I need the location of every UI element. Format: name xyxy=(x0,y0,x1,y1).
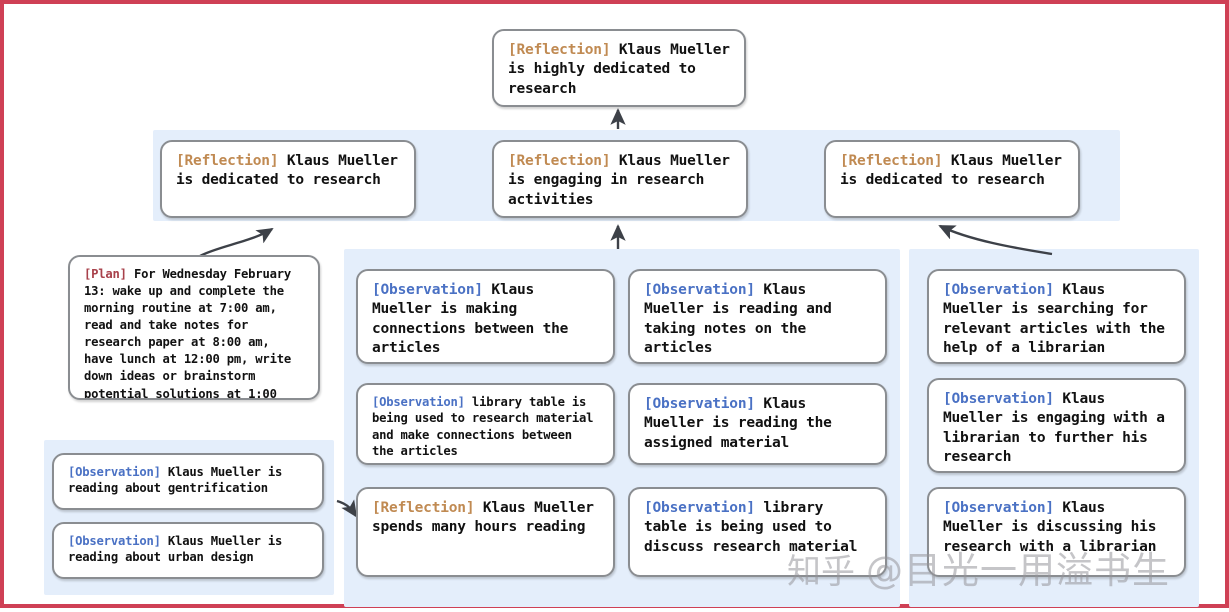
node-tag: [Reflection] xyxy=(176,153,279,169)
node-column-b-1[interactable]: [Observation] Klaus Mueller is reading a… xyxy=(628,269,887,364)
node-tag: [Observation] xyxy=(644,282,755,298)
node-text: Klaus Mueller is discussing his research… xyxy=(943,500,1165,555)
node-text: For Wednesday February 13: wake up and c… xyxy=(84,267,291,400)
node-text: Klaus Mueller is reading and taking note… xyxy=(644,282,841,357)
node-column-b-3[interactable]: [Observation] library table is being use… xyxy=(628,487,887,577)
node-tag: [Observation] xyxy=(372,282,483,298)
node-tag: [Reflection] xyxy=(840,153,943,169)
diagram-canvas: [Reflection] Klaus Mueller is highly ded… xyxy=(4,4,1229,612)
node-tag: [Reflection] xyxy=(372,500,475,516)
node-tag: [Observation] xyxy=(68,465,161,479)
node-left-observation-1[interactable]: [Observation] Klaus Mueller is reading a… xyxy=(52,453,324,510)
node-tag: [Reflection] xyxy=(508,153,611,169)
node-tag: [Observation] xyxy=(943,500,1054,516)
node-column-a-1[interactable]: [Observation] Klaus Mueller is making co… xyxy=(356,269,615,364)
node-text: Klaus Mueller is making connections betw… xyxy=(372,282,577,357)
node-tag: [Reflection] xyxy=(508,42,611,58)
node-tag: [Plan] xyxy=(84,267,127,281)
node-text: Klaus Mueller is engaging with a librari… xyxy=(943,391,1174,466)
node-text: Klaus Mueller is highly dedicated to res… xyxy=(508,42,739,97)
node-text: Klaus Mueller is searching for relevant … xyxy=(943,282,1174,357)
node-text: Klaus Mueller is reading about gentrific… xyxy=(68,465,290,496)
node-reflection-left[interactable]: [Reflection] Klaus Mueller is dedicated … xyxy=(160,140,416,218)
node-text: Klaus Mueller is dedicated to research xyxy=(840,153,1071,189)
node-text: Klaus Mueller is dedicated to research xyxy=(176,153,407,189)
node-tag: [Observation] xyxy=(68,534,161,548)
node-tag: [Observation] xyxy=(372,395,465,409)
node-text: Klaus Mueller is engaging in research ac… xyxy=(508,153,739,208)
node-tag: [Observation] xyxy=(644,500,755,516)
node-tag: [Observation] xyxy=(644,396,755,412)
node-column-c-2[interactable]: [Observation] Klaus Mueller is engaging … xyxy=(927,378,1186,473)
node-left-observation-2[interactable]: [Observation] Klaus Mueller is reading a… xyxy=(52,522,324,579)
node-text: Klaus Mueller spends many hours reading xyxy=(372,500,603,536)
node-reflection-right[interactable]: [Reflection] Klaus Mueller is dedicated … xyxy=(824,140,1080,218)
node-column-a-2[interactable]: [Observation] library table is being use… xyxy=(356,383,615,465)
node-column-c-1[interactable]: [Observation] Klaus Mueller is searching… xyxy=(927,269,1186,364)
node-column-b-2[interactable]: [Observation] Klaus Mueller is reading t… xyxy=(628,383,887,465)
node-text: library table is being used to discuss r… xyxy=(644,500,858,555)
node-column-a-3[interactable]: [Reflection] Klaus Mueller spends many h… xyxy=(356,487,615,577)
node-column-c-3[interactable]: [Observation] Klaus Mueller is discussin… xyxy=(927,487,1186,577)
node-tag: [Observation] xyxy=(943,282,1054,298)
node-tag: [Observation] xyxy=(943,391,1054,407)
node-plan[interactable]: [Plan] For Wednesday February 13: wake u… xyxy=(68,255,320,400)
node-reflection-middle[interactable]: [Reflection] Klaus Mueller is engaging i… xyxy=(492,140,748,218)
node-root-reflection[interactable]: [Reflection] Klaus Mueller is highly ded… xyxy=(492,29,746,107)
node-text: Klaus Mueller is reading the assigned ma… xyxy=(644,396,841,451)
node-text: library table is being used to research … xyxy=(372,395,601,459)
node-text: Klaus Mueller is reading about urban des… xyxy=(68,534,290,565)
